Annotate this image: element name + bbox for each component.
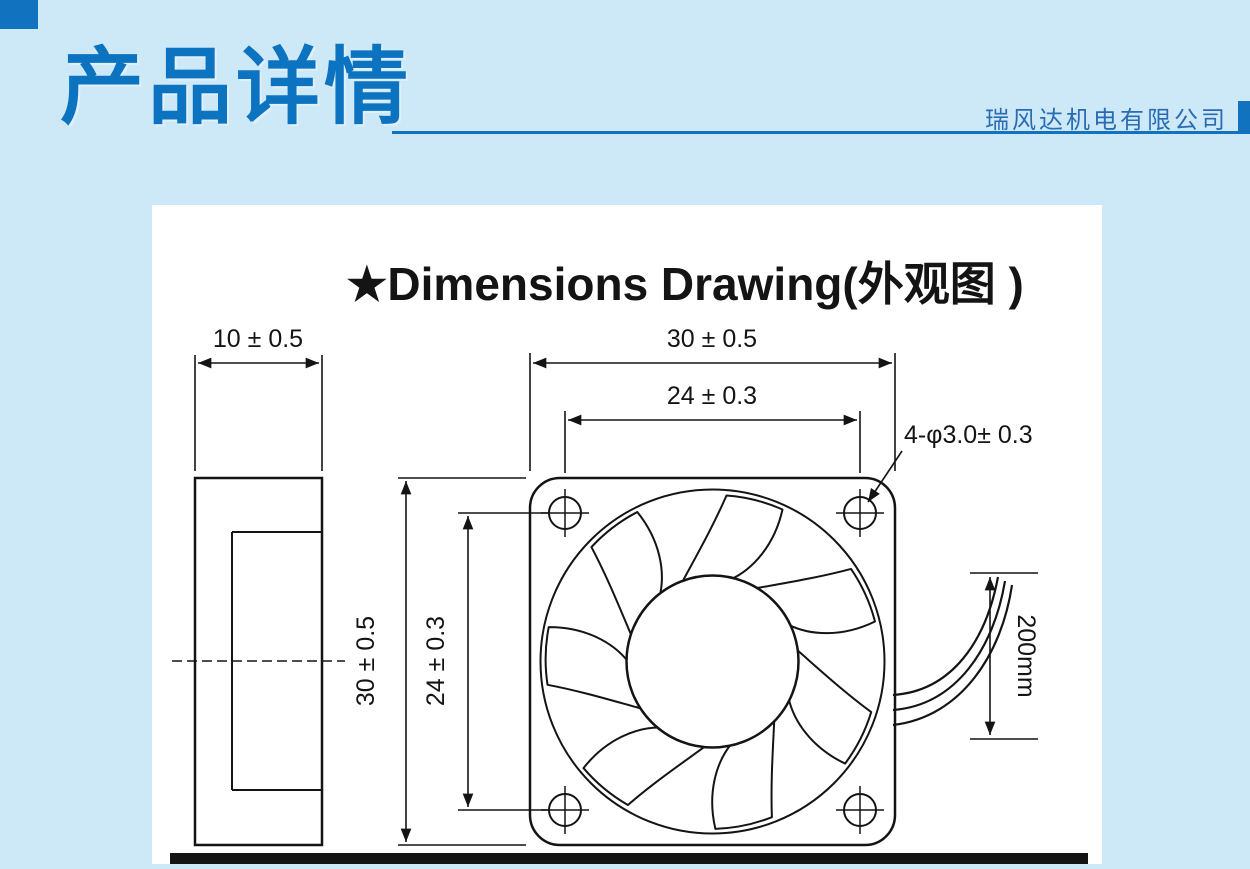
fan-hub: [625, 574, 800, 749]
hole-callout-leader: [867, 450, 903, 503]
front-width-dimension: [529, 353, 896, 471]
hole-pitch-h-label: 24 ± 0.3: [667, 382, 757, 410]
front-width-label: 30 ± 0.5: [667, 325, 757, 353]
company-name: 瑞风达机电有限公司: [985, 106, 1228, 134]
dimensions-drawing: ★Dimensions Drawing(外观图 ) 10 ± 0.5: [170, 258, 1088, 864]
mounting-hole-cross: [541, 489, 589, 537]
lead-length-dimension: [970, 572, 1038, 740]
front-height-label: 30 ± 0.5: [352, 616, 380, 706]
lead-wire: [892, 580, 1007, 712]
table-top-border: [170, 853, 1088, 864]
lead-length-label: 200mm: [1012, 614, 1040, 697]
hole-pitch-v-label: 24 ± 0.3: [422, 616, 450, 706]
side-width-label: 10 ± 0.5: [213, 325, 303, 353]
header-divider: [392, 131, 1238, 134]
lead-wire: [892, 576, 1000, 697]
mounting-holes: [541, 489, 884, 834]
hole-pitch-h-dimension: [564, 411, 861, 473]
hole-callout-label: 4-φ3.0± 0.3: [904, 421, 1033, 449]
fan-opening-circle: [539, 488, 886, 835]
lead-wires: [892, 576, 1014, 727]
page-title: 产品详情: [60, 40, 413, 134]
fan-blade: [681, 494, 784, 583]
fan-front-view: [528, 476, 897, 847]
hole-pitch-v-dimension: [458, 512, 548, 811]
fan-side-view: [172, 476, 345, 847]
corner-accent-block: [0, 0, 38, 29]
drawing-title: ★Dimensions Drawing(外观图 ): [346, 258, 1024, 310]
front-height-dimension: [398, 477, 526, 846]
header-divider-end-block: [1238, 101, 1250, 134]
drawing-panel: ★Dimensions Drawing(外观图 ) 10 ± 0.5: [152, 205, 1102, 864]
mounting-hole-cross: [836, 489, 884, 537]
side-width-dimension: [194, 355, 323, 471]
mounting-hole-cross: [836, 786, 884, 834]
fan-blade: [544, 626, 643, 710]
mounting-hole-cross: [541, 786, 589, 834]
lead-wire: [892, 584, 1014, 727]
fan-frame: [528, 476, 897, 847]
